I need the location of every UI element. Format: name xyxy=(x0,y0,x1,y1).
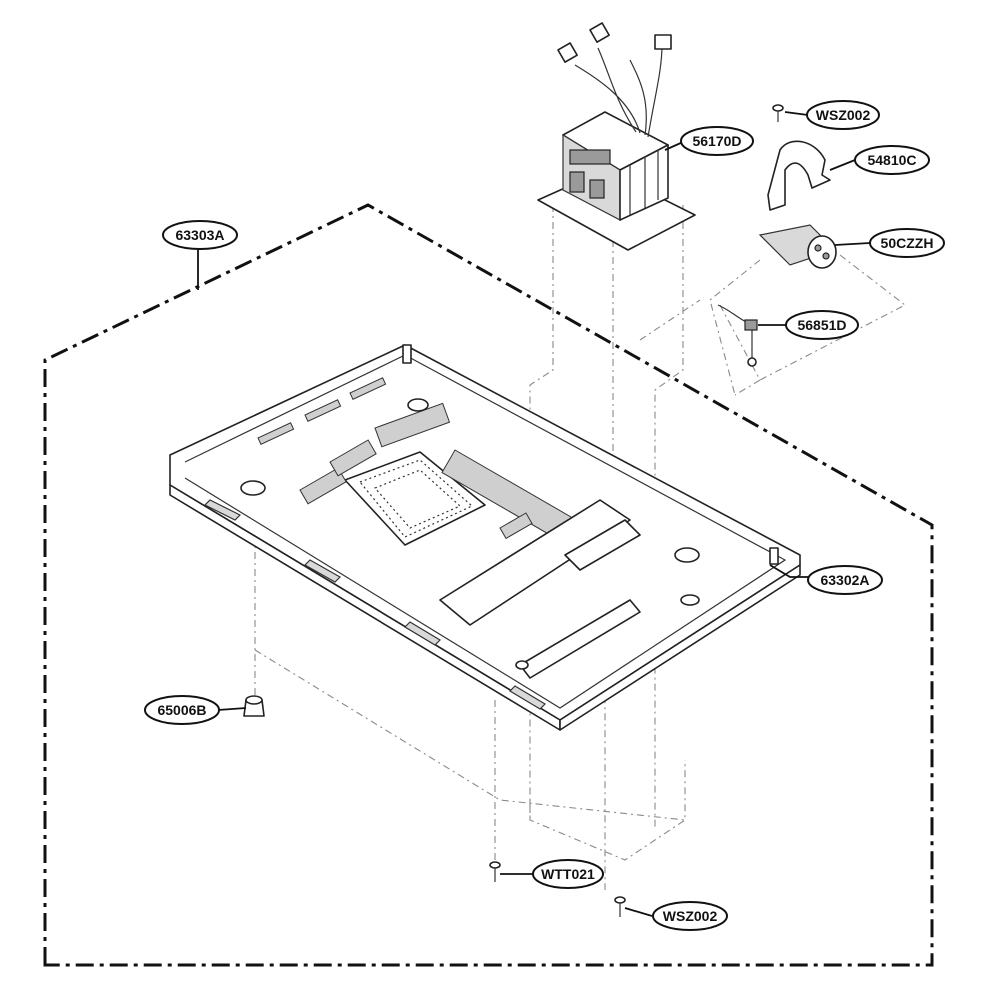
callout-base-plate: 63302A xyxy=(807,565,883,595)
callout-screw-bottom-left-label: WTT021 xyxy=(541,866,595,882)
callout-assembly: 63303A xyxy=(162,220,238,250)
callout-diode-label: 56851D xyxy=(797,317,846,333)
capacitor xyxy=(758,224,837,269)
callout-screw-bottom-right-label: WSZ002 xyxy=(663,908,718,924)
foot xyxy=(243,695,265,717)
callout-assembly-label: 63303A xyxy=(175,227,224,243)
callout-bracket-label: 54810C xyxy=(867,152,916,168)
callout-capacitor: 50CZZH xyxy=(869,228,945,258)
capacitor-bracket xyxy=(767,140,831,211)
callout-diode: 56851D xyxy=(785,310,859,340)
callout-foot-label: 65006B xyxy=(157,702,206,718)
callout-screw-top-label: WSZ002 xyxy=(816,107,871,123)
callout-transformer: 56170D xyxy=(680,126,754,156)
callout-transformer-label: 56170D xyxy=(692,133,741,149)
callout-foot: 65006B xyxy=(144,695,220,725)
callout-screw-top: WSZ002 xyxy=(806,100,880,130)
screw-top xyxy=(772,104,784,122)
vent-slots xyxy=(257,377,586,549)
base-plate xyxy=(169,344,801,731)
callout-screw-bottom-right: WSZ002 xyxy=(652,901,728,931)
callout-bracket: 54810C xyxy=(854,145,930,175)
leader-lines xyxy=(197,111,871,917)
transformer xyxy=(537,22,696,251)
callout-capacitor-label: 50CZZH xyxy=(881,235,934,251)
screw-bottom-right xyxy=(614,896,626,917)
callout-base-plate-label: 63302A xyxy=(820,572,869,588)
screw-bottom-left xyxy=(489,861,501,882)
diode xyxy=(717,304,758,367)
callout-screw-bottom-left: WTT021 xyxy=(532,859,604,889)
